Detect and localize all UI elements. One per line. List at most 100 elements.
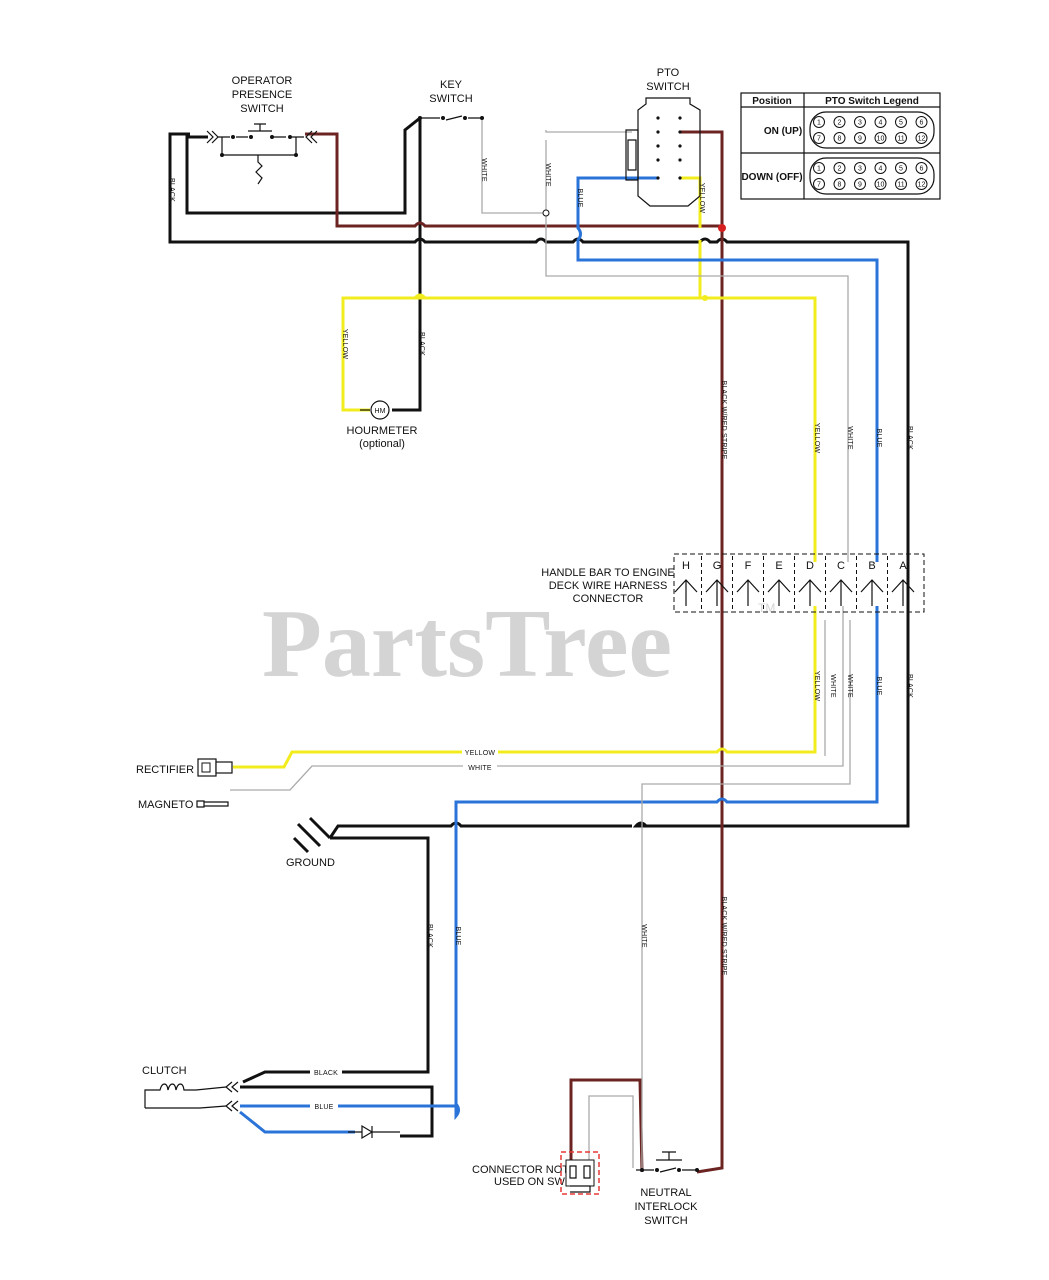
white-splice-dot <box>542 209 550 217</box>
pto-legend-pin-number: 3 <box>858 166 862 173</box>
connector-not-used-label-2: USED ON SW <box>494 1176 566 1188</box>
neutral-switch-label-3: SWITCH <box>644 1215 687 1227</box>
key-switch-label-2: SWITCH <box>429 93 472 105</box>
harness-connector-box <box>673 553 925 613</box>
pto-legend-pin-circle <box>813 162 825 174</box>
yellow-splice-dot <box>702 295 708 301</box>
wire-label-blue-5: BLUE <box>314 1104 333 1111</box>
black-wire-hourmeter <box>392 118 422 412</box>
white-wire-harness <box>545 140 849 562</box>
pto-legend-row-on: ON (UP) <box>764 126 802 137</box>
pto-legend-pin-circle <box>915 132 928 144</box>
wire-label-black-3: BLACK <box>906 426 913 450</box>
pto-legend-pin-number: 2 <box>838 166 842 173</box>
diode <box>348 1124 400 1140</box>
wire-label-black-5: BLACK <box>426 924 433 948</box>
harness-label-1: HANDLE BAR TO ENGINE <box>541 567 674 579</box>
ground-label: GROUND <box>286 857 335 869</box>
pto-legend-pin-number: 7 <box>817 182 821 189</box>
pto-legend-pin-number: 9 <box>858 182 862 189</box>
watermark-tm: TM <box>758 601 775 615</box>
pto-legend-pin-number: 3 <box>858 120 862 127</box>
pto-legend-pin-circle <box>895 162 907 174</box>
pto-legend-pin-number: 6 <box>920 166 924 173</box>
wire-label-yellow-2: YELLOW <box>341 329 348 360</box>
pto-legend-pin-circle <box>833 116 846 128</box>
pto-switch-label-2: SWITCH <box>646 81 689 93</box>
white-wire-connector <box>588 1095 634 1168</box>
pto-legend-header-legend: PTO Switch Legend <box>825 96 919 107</box>
harness-pin-a: A <box>899 560 907 572</box>
hourmeter-optional-label: (optional) <box>359 438 405 450</box>
pto-legend-pin-circle <box>895 132 907 144</box>
ops-label-3: SWITCH <box>240 103 283 115</box>
pto-legend-pin-number: 5 <box>899 120 903 127</box>
pto-legend-pin-circle <box>874 162 887 174</box>
wire-labels: BLACK WHITE WHITE BLUE YELLOW YELLOW BLA… <box>168 158 913 975</box>
pto-legend-pin-number: 9 <box>858 136 862 143</box>
wire-label-red-2: BLACK W/RED STRIPE <box>720 896 727 975</box>
pto-legend-pin-circle <box>915 116 928 128</box>
ops-label-2: PRESENCE <box>232 89 293 101</box>
pto-legend-pin-circle <box>874 132 887 144</box>
pto-legend-pin-circle <box>813 178 825 190</box>
ops-connector-right-icon <box>305 130 318 144</box>
pto-switch-body-icon <box>637 97 701 207</box>
pto-legend-pin-number: 6 <box>920 120 924 127</box>
pto-legend-pin-circle <box>854 162 866 174</box>
red-wire-pto <box>680 130 724 226</box>
red-wire-neutral <box>569 1078 644 1175</box>
pto-legend-pin-number: 5 <box>899 166 903 173</box>
white-wire-pto <box>545 130 632 133</box>
watermark-text: PartsTree <box>262 590 672 698</box>
pto-legend-pin-number: 4 <box>879 166 883 173</box>
neutral-switch-plunger-icon <box>656 1151 682 1161</box>
wire-label-blue-3: BLUE <box>875 676 882 695</box>
rectifier-icon <box>197 758 217 777</box>
harness-pin-arrow-icon <box>767 579 791 606</box>
pto-switch-latch-icon <box>625 129 639 181</box>
pto-splice-dot <box>718 224 726 232</box>
wire-label-black-2: BLACK <box>418 332 425 356</box>
white-wire-neutral <box>641 620 851 1168</box>
harness-pin-arrow-icon <box>860 579 884 606</box>
wire-label-black-1: BLACK <box>168 178 175 202</box>
pto-legend-pin-number: 10 <box>877 182 885 189</box>
pto-switch: PTO SWITCH <box>542 67 726 301</box>
pto-switch-pins-icon <box>656 116 682 180</box>
white-wire-magneto <box>230 606 844 791</box>
wire-label-white-3: WHITE <box>846 426 853 450</box>
black-wire-ops-key <box>185 116 421 215</box>
magneto-label: MAGNETO <box>138 799 194 811</box>
harness-pin-arrow-icon <box>736 579 760 606</box>
key-switch-label-1: KEY <box>440 79 463 91</box>
red-wire-main <box>305 132 724 1174</box>
ops-plunger-icon <box>248 123 272 132</box>
clutch-coil-icon <box>144 1083 196 1108</box>
pto-legend-pin-circle <box>895 178 907 190</box>
connector-icon <box>565 1159 595 1187</box>
connector-not-used-label-1: CONNECTOR NOT <box>472 1164 569 1176</box>
black-wire-clutch-loop <box>240 1085 434 1138</box>
neutral-interlock-switch: NEUTRAL INTERLOCK SWITCH <box>635 1151 699 1227</box>
harness-pin-arrow-icon <box>798 579 822 606</box>
clutch-connector-icon <box>225 1081 239 1112</box>
hourmeter-icon <box>370 400 390 420</box>
harness-connector: HANDLE BAR TO ENGINE DECK WIRE HARNESS C… <box>541 553 925 613</box>
ops-sensor-icon <box>221 137 297 185</box>
pto-legend-pin-number: 11 <box>897 136 904 143</box>
pto-legend-pin-number: 1 <box>817 120 821 127</box>
yellow-wire-to-harness <box>700 296 817 562</box>
wire-label-black-4: BLACK <box>906 674 913 698</box>
pto-legend-pin-circle <box>813 116 825 128</box>
white-wire-key <box>481 118 546 214</box>
pto-legend-table: Position PTO Switch Legend ON (UP) DOWN … <box>740 92 941 200</box>
wire-label-white-6: WHITE <box>640 924 647 948</box>
hourmeter-badge: HM <box>375 408 386 415</box>
pto-legend-pin-circle <box>833 178 846 190</box>
wire-label-yellow-4: YELLOW <box>813 671 820 702</box>
wire-label-yellow-3: YELLOW <box>813 423 820 454</box>
hourmeter: HM HOURMETER (optional) <box>347 400 417 450</box>
harness-pin-c: C <box>837 560 845 572</box>
